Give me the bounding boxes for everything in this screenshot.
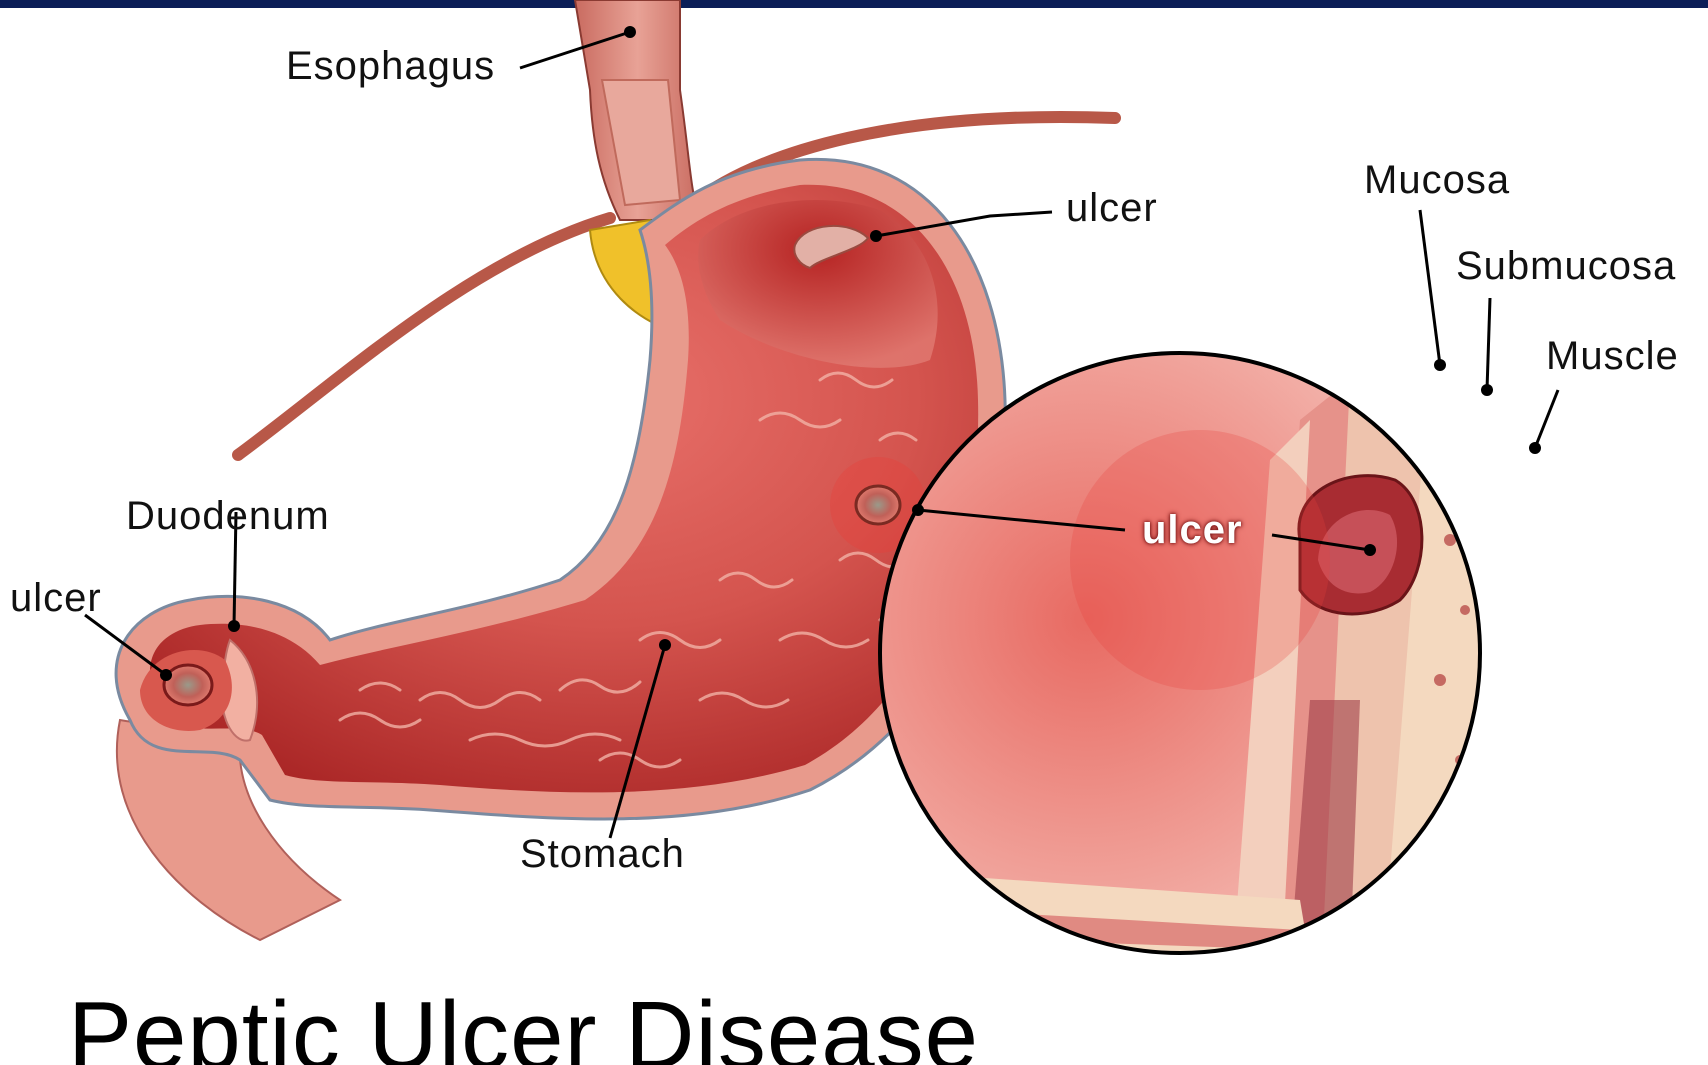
label-stomach: Stomach [520, 834, 685, 874]
top-bar [0, 0, 1708, 8]
vessel-left [238, 218, 610, 455]
duodenal-ulcer [164, 665, 212, 705]
label-ulcer-center: ulcer [1142, 510, 1243, 550]
leader-mucosa [1420, 210, 1440, 365]
label-ulcer-top: ulcer [1066, 188, 1158, 228]
leader-submucosa [1487, 298, 1490, 390]
label-ulcer-duodenal: ulcer [10, 578, 102, 618]
label-duodenum: Duodenum [126, 496, 330, 536]
body-ulcer [856, 486, 900, 524]
label-muscle: Muscle [1546, 336, 1679, 376]
diagram-title: Peptic Ulcer Disease [68, 988, 979, 1065]
label-esophagus: Esophagus [286, 46, 495, 86]
label-submucosa: Submucosa [1456, 246, 1676, 286]
label-mucosa: Mucosa [1364, 160, 1510, 200]
leader-muscle [1535, 390, 1558, 448]
